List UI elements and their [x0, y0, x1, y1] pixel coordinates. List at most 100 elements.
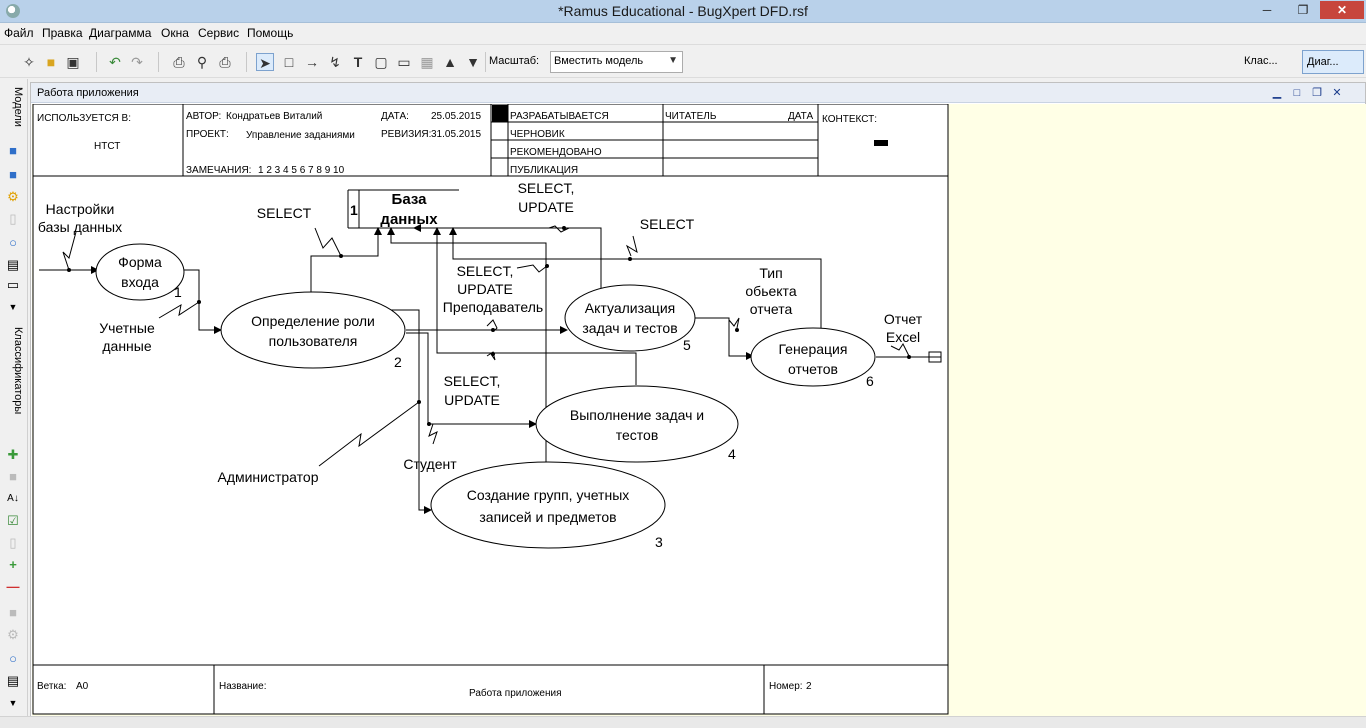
folder-model-icon[interactable]: ■ [9, 167, 17, 182]
checklist-icon[interactable]: ☑ [7, 513, 19, 528]
minimize-button[interactable]: ─ [1262, 3, 1272, 17]
open-folder-icon[interactable]: ■ [46, 54, 56, 70]
flow-select-update-top [413, 224, 602, 290]
redo-icon[interactable]: ↷ [131, 54, 143, 70]
dfd-diagram[interactable]: ИСПОЛЬЗУЕТСЯ В: НТСТ АВТОР: Кондратьев В… [32, 104, 1366, 724]
new-file-icon[interactable]: ✧ [23, 54, 35, 70]
box-tool-icon[interactable]: □ [284, 54, 294, 70]
process-label-1: Выполнение задач и [570, 407, 704, 423]
flow-label-student: Студент [403, 456, 457, 472]
panel-down-icon-2[interactable]: ▼ [8, 698, 18, 708]
process-number: 2 [394, 354, 402, 370]
scale-dropdown[interactable]: Вместить модель ▼ [550, 51, 683, 73]
menu-diagram[interactable]: Диаграмма [89, 26, 152, 40]
classifier-folder-icon[interactable]: ■ [9, 469, 17, 484]
plus-icon[interactable]: + [9, 557, 17, 572]
flow-label-select-update-low-2: UPDATE [444, 392, 500, 408]
sort-az-icon[interactable]: A↓ [7, 493, 19, 504]
restore-button[interactable]: ❐ [1297, 3, 1309, 17]
flow-select-a [310, 227, 382, 292]
context-label: КОНТЕКСТ: [822, 114, 877, 125]
used-in-value: НТСТ [94, 141, 120, 152]
flow-label-admin: Администратор [217, 469, 318, 485]
window-list-icon[interactable]: ▤ [6, 257, 20, 272]
printer-setup-icon[interactable]: ⎙ [219, 54, 231, 70]
process-generate-reports[interactable]: Генерация отчетов 6 [750, 327, 876, 389]
panel-down-icon[interactable]: ▼ [8, 302, 18, 312]
process-number: 1 [174, 284, 182, 300]
flow-select-update-mid [433, 227, 637, 385]
datastore-number: 1 [350, 202, 358, 218]
status-draft: ЧЕРНОВИК [510, 129, 565, 140]
datastore-tool-icon[interactable]: ▭ [397, 54, 411, 70]
window-icon[interactable]: ▭ [6, 277, 20, 292]
title-bar: *Ramus Educational - BugXpert DFD.rsf ─ … [0, 0, 1366, 23]
author-label: АВТОР: [186, 111, 221, 122]
pin-icon-2[interactable]: ○ [9, 651, 17, 666]
go-down-icon[interactable]: ▼ [466, 54, 480, 70]
process-number: 6 [866, 373, 874, 389]
flow-label-select-update-top-1: SELECT, [518, 180, 575, 196]
text-tool-icon[interactable]: T [353, 54, 363, 70]
menu-file[interactable]: Файл [4, 26, 34, 40]
diagram-view-button[interactable]: Диаг... [1302, 50, 1364, 74]
squiggle-tool-icon[interactable]: ↯ [329, 54, 341, 70]
diagram-window-title: Работа приложения [37, 87, 139, 99]
separator [485, 52, 486, 72]
print-preview-icon[interactable]: ⚲ [196, 54, 208, 70]
minus-icon[interactable]: — [6, 579, 20, 594]
process-number: 4 [728, 446, 736, 462]
mdi-maximize-icon[interactable]: □ [1293, 87, 1301, 99]
flow-labels: Настройки базы данных Учетные данные SEL… [38, 180, 923, 485]
undo-icon[interactable]: ↶ [109, 54, 121, 70]
datastore-label-1: База [392, 191, 428, 208]
pin-icon[interactable]: ○ [9, 235, 17, 250]
add-classifier-icon[interactable]: ✚ [7, 447, 19, 462]
menu-service[interactable]: Сервис [198, 26, 240, 40]
flow-label-teacher: Преподаватель [443, 299, 543, 315]
number-value: 2 [806, 681, 812, 692]
menu-windows[interactable]: Окна [161, 26, 189, 40]
diagram-frame [32, 104, 949, 715]
gear-gray-icon[interactable]: ⚙ [7, 627, 19, 642]
settings-model-icon[interactable]: ⚙ [7, 189, 19, 204]
classifier-view-button[interactable]: Клас... [1240, 50, 1298, 74]
process-execute-tasks[interactable]: Выполнение задач и тестов 4 [535, 385, 739, 463]
delete-model-icon[interactable]: ▯ [9, 211, 17, 226]
process-login-form[interactable]: Форма входа 1 [95, 243, 185, 301]
flow-label-select-update-top-2: UPDATE [518, 199, 574, 215]
mdi-minimize-icon[interactable]: ▁ [1272, 87, 1282, 99]
flow-select-b [449, 227, 822, 330]
pointer-tool-icon[interactable]: ➤ [256, 53, 274, 71]
print-icon[interactable]: ⎙ [173, 54, 185, 70]
process-actualize-tasks[interactable]: Актуализация задач и тестов 5 [564, 284, 696, 353]
menu-help[interactable]: Помощь [247, 26, 294, 40]
class-view-label: Клас... [1244, 55, 1278, 67]
diagram-view-label: Диаг... [1307, 56, 1339, 68]
mdi-close-icon[interactable]: ✕ [1332, 87, 1342, 99]
close-button[interactable]: ✕ [1320, 1, 1364, 19]
horizontal-scrollbar[interactable] [0, 716, 1366, 728]
go-up-icon[interactable]: ▲ [443, 54, 457, 70]
mdi-restore-icon[interactable]: ❐ [1312, 87, 1322, 99]
grid-tool-icon[interactable]: ▦ [420, 54, 434, 70]
tab-classifiers[interactable]: Классификаторы [12, 327, 24, 415]
datastore[interactable]: 1 База данных [347, 189, 459, 229]
frame-tool-icon[interactable]: ▢ [374, 54, 388, 70]
tab-models[interactable]: Модели [12, 87, 24, 127]
process-define-role[interactable]: Определение роли пользователя 2 [220, 291, 406, 370]
name-value: Работа приложения [469, 687, 562, 699]
window-list-icon-2[interactable]: ▤ [6, 673, 20, 688]
process-label-2: записей и предметов [479, 509, 616, 525]
menu-edit[interactable]: Правка [42, 26, 83, 40]
trash-icon[interactable]: ▯ [9, 535, 17, 550]
folder-gray-icon[interactable]: ■ [9, 605, 17, 620]
open-model-icon[interactable]: ■ [9, 143, 17, 158]
save-icon[interactable]: ▣ [66, 54, 80, 70]
scale-label: Масштаб: [489, 55, 540, 67]
process-label-1: Форма [118, 254, 162, 270]
diagram-canvas[interactable]: ИСПОЛЬЗУЕТСЯ В: НТСТ АВТОР: Кондратьев В… [32, 104, 1366, 724]
process-create-groups[interactable]: Создание групп, учетных записей и предме… [430, 461, 666, 550]
junction-dots [67, 226, 911, 426]
arrow-tool-icon[interactable]: → [305, 54, 319, 70]
